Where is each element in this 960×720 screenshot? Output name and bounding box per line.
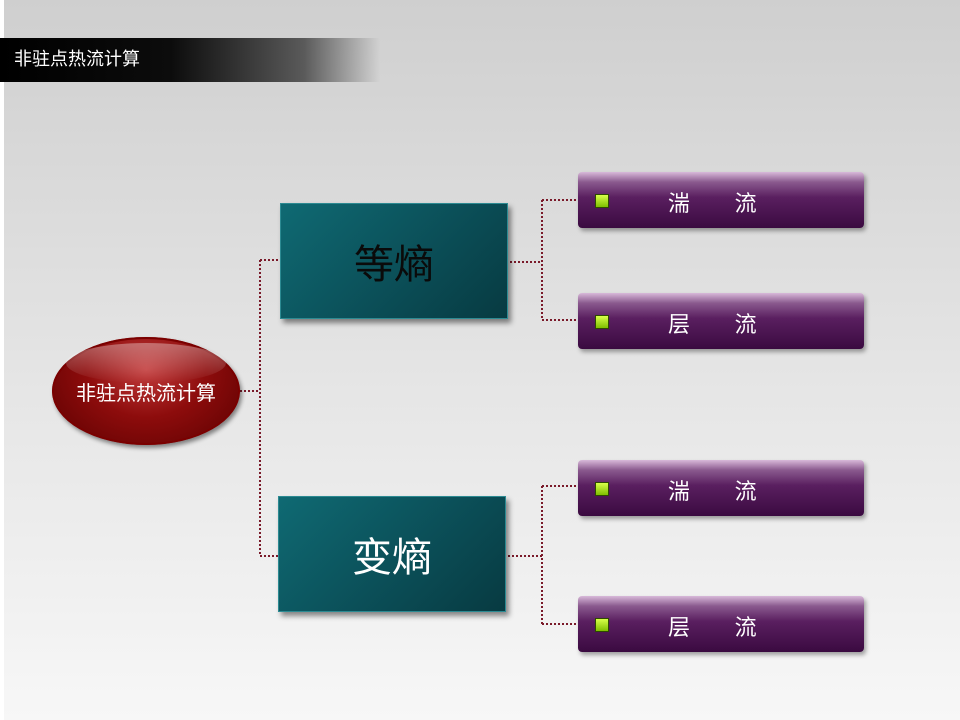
branch-node-label: 变熵: [352, 535, 432, 581]
leaf-node-turbulent: 湍 流: [578, 460, 864, 516]
square-bullet-icon: [595, 618, 609, 632]
branch-node-label: 等熵: [354, 242, 434, 288]
square-bullet-icon: [595, 315, 609, 329]
title-bar: [0, 38, 380, 82]
branch-node-variable-entropy: 变熵: [278, 496, 506, 612]
leaf-node-label: 层 流: [668, 616, 757, 641]
root-node-label: 非驻点热流计算: [76, 380, 216, 405]
page-title: 非驻点热流计算: [14, 49, 140, 70]
leaf-node-laminar: 层 流: [578, 293, 864, 349]
leaf-node-label: 湍 流: [668, 480, 757, 505]
leaf-node-label: 湍 流: [668, 192, 757, 217]
leaf-node-label: 层 流: [668, 313, 757, 338]
leaf-node-turbulent: 湍 流: [578, 172, 864, 228]
root-node: 非驻点热流计算: [52, 337, 240, 445]
square-bullet-icon: [595, 194, 609, 208]
leaf-node-laminar: 层 流: [578, 596, 864, 652]
branch-node-isentropic: 等熵: [280, 203, 508, 319]
slide-edge: [0, 0, 4, 720]
connector-root-branches: [240, 259, 280, 557]
connector-branch-2-leaves: [508, 485, 578, 625]
square-bullet-icon: [595, 482, 609, 496]
connector-branch-1-leaves: [510, 199, 578, 321]
